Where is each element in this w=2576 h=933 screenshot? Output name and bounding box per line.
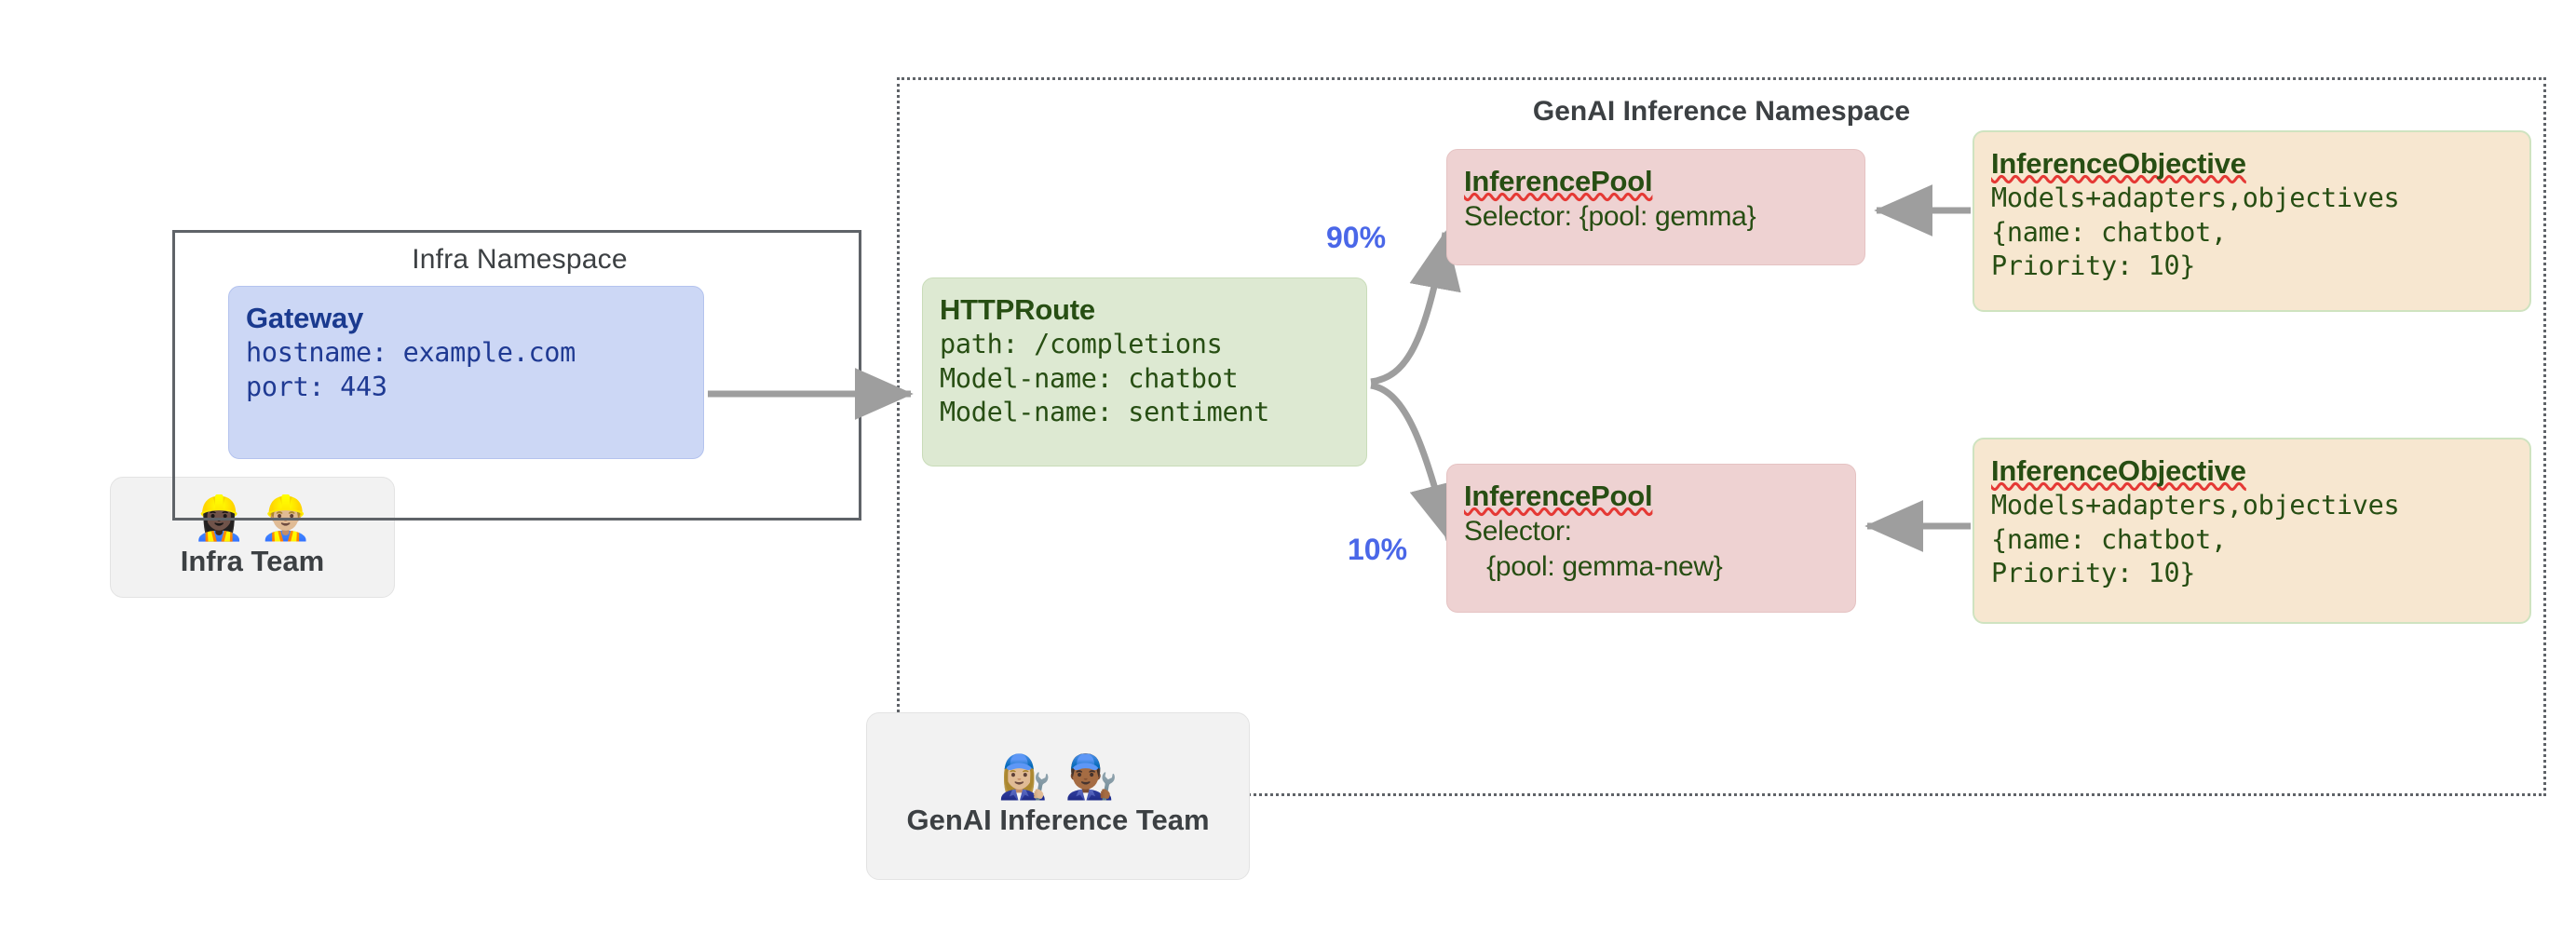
team-card-genai-label: GenAI Inference Team xyxy=(906,804,1210,836)
node-inferencepool-gemma-new-title: InferencePool xyxy=(1464,480,1653,512)
team-card-genai[interactable]: 👩🏼‍🔧👨🏾‍🔧 GenAI Inference Team xyxy=(866,712,1250,880)
node-gateway-line-hostname: hostname: example.com xyxy=(246,337,576,369)
node-gateway[interactable]: Gateway hostname: example.com port: 443 xyxy=(228,286,704,459)
mechanic-worker-icon: 👩🏼‍🔧👨🏾‍🔧 xyxy=(997,752,1132,801)
infra-namespace-title: Infra Namespace xyxy=(412,244,628,275)
node-inferencepool-gemma-selector: Selector: {pool: gemma} xyxy=(1464,201,1756,233)
node-inferenceobjective-top-title: InferenceObjective xyxy=(1991,147,2246,180)
node-gateway-line-port: port: 443 xyxy=(246,371,387,402)
node-inferencepool-gemma-title: InferencePool xyxy=(1464,165,1653,197)
node-inferencepool-gemma-new-selector-value: {pool: gemma-new} xyxy=(1464,551,1723,583)
node-httproute-line-model-sentiment: Model-name: sentiment xyxy=(940,396,1270,427)
node-inferenceobjective-bottom[interactable]: InferenceObjective Models+adapters,objec… xyxy=(1973,438,2531,624)
node-httproute[interactable]: HTTPRoute path: /completions Model-name:… xyxy=(922,277,1367,466)
node-inferenceobjective-top[interactable]: InferenceObjective Models+adapters,objec… xyxy=(1973,130,2531,312)
node-gateway-title: Gateway xyxy=(246,302,364,334)
node-httproute-line-path: path: /completions xyxy=(940,329,1223,360)
node-inferenceobjective-top-line-priority: Priority: 10} xyxy=(1991,250,2196,281)
node-inferencepool-gemma-new[interactable]: InferencePool Selector: {pool: gemma-new… xyxy=(1446,464,1856,613)
node-inferencepool-gemma[interactable]: InferencePool Selector: {pool: gemma} xyxy=(1446,149,1865,265)
node-inferenceobjective-top-line-name: {name: chatbot, xyxy=(1991,216,2227,248)
node-inferenceobjective-top-line-models: Models+adapters,objectives xyxy=(1991,183,2400,214)
node-inferenceobjective-bottom-line-name: {name: chatbot, xyxy=(1991,523,2227,555)
genai-namespace-title: GenAI Inference Namespace xyxy=(1532,96,1911,127)
node-inferenceobjective-bottom-line-models: Models+adapters,objectives xyxy=(1991,490,2400,521)
node-inferencepool-gemma-new-selector-label: Selector: xyxy=(1464,516,1572,548)
node-httproute-title: HTTPRoute xyxy=(940,293,1095,326)
edge-label-10-percent: 10% xyxy=(1348,533,1408,566)
node-inferenceobjective-bottom-line-priority: Priority: 10} xyxy=(1991,557,2196,588)
edge-label-90-percent: 90% xyxy=(1326,221,1387,254)
genai-namespace-container xyxy=(897,77,2546,796)
team-card-infra-label: Infra Team xyxy=(180,545,325,577)
node-inferenceobjective-bottom-title: InferenceObjective xyxy=(1991,454,2246,487)
node-httproute-line-model-chatbot: Model-name: chatbot xyxy=(940,362,1239,394)
